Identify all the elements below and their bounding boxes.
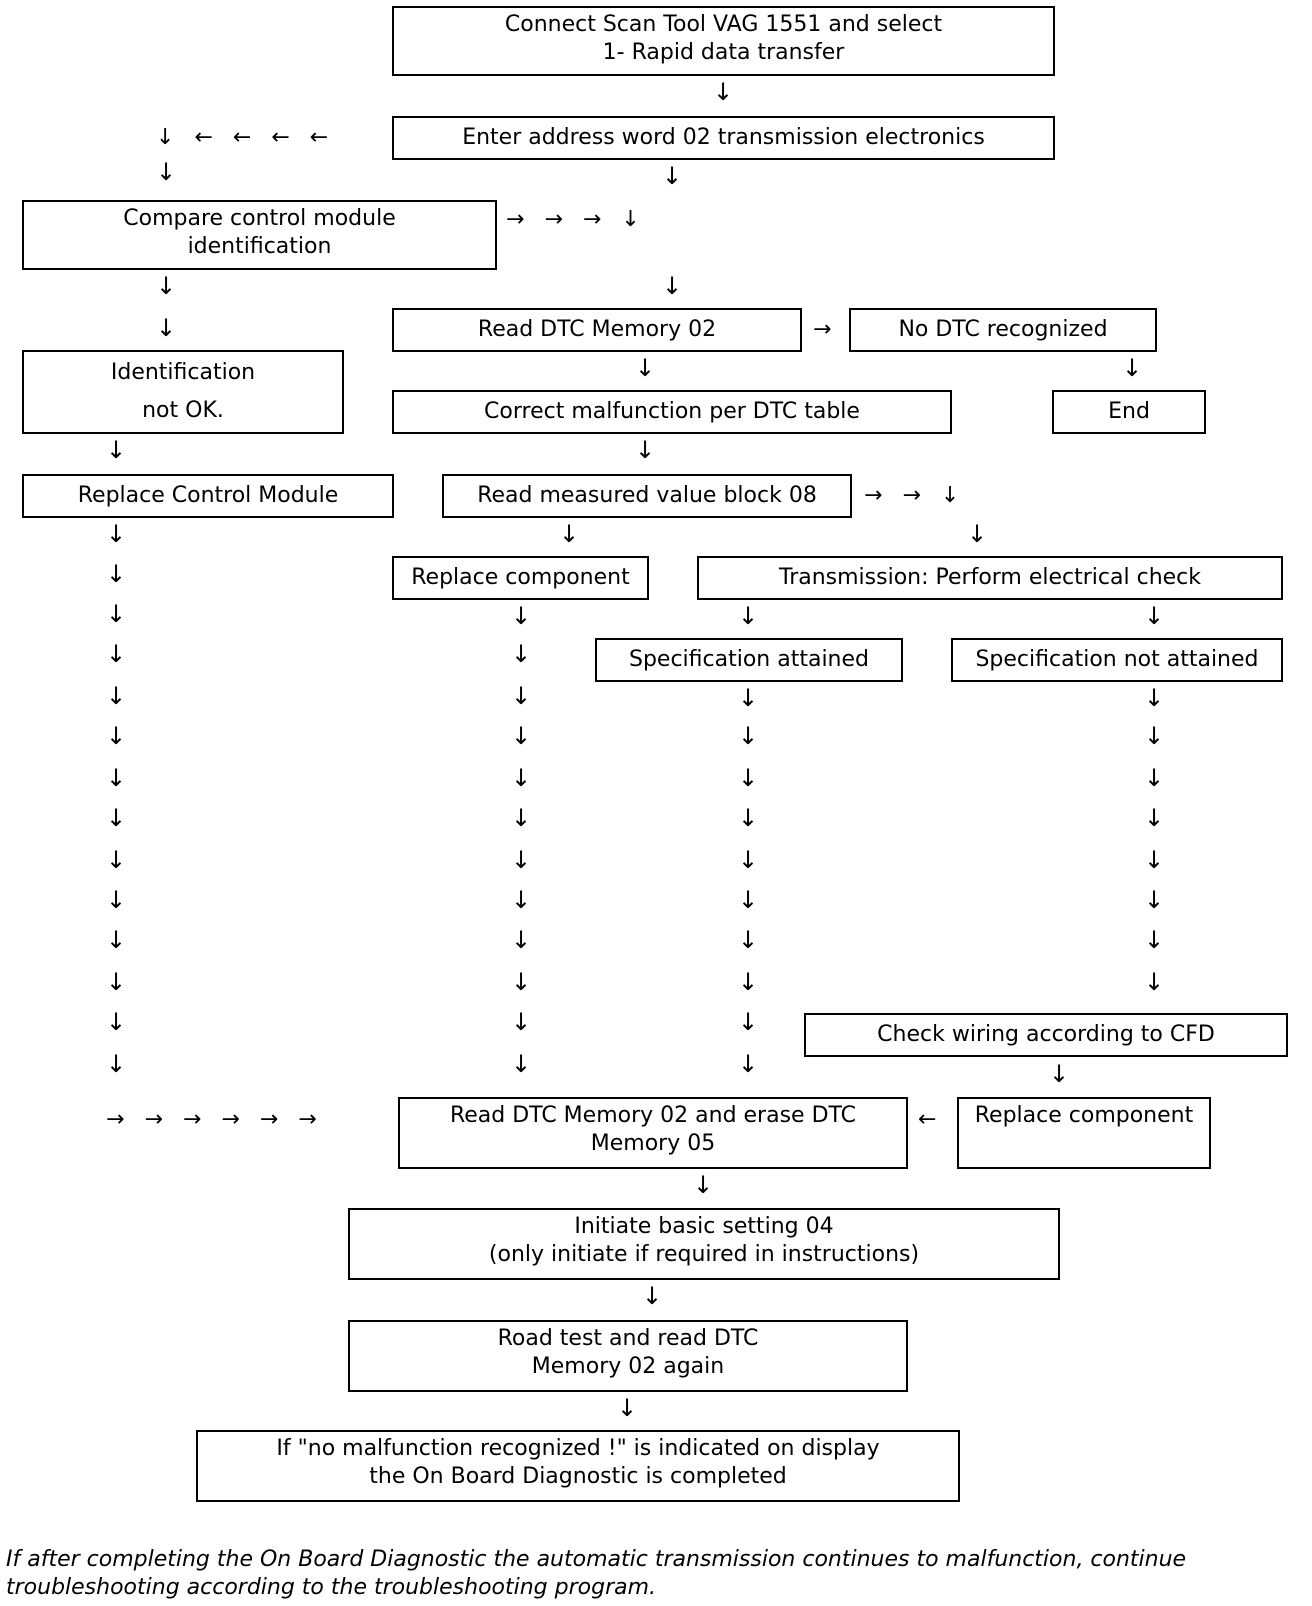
arrow-down: ↓ xyxy=(1143,722,1165,750)
arrow-down: ↓ xyxy=(1143,926,1165,954)
arrow-down: ↓ xyxy=(634,354,656,382)
arrow-down: ↓ xyxy=(737,1008,759,1036)
arrow-down: ↓ xyxy=(616,1394,638,1422)
arrow-down: ↓ xyxy=(692,1171,714,1199)
footnote: If after completing the On Board Diagnos… xyxy=(6,1547,1187,1600)
arrow-down: ↓ xyxy=(1048,1060,1070,1088)
box-transmission-electrical-check: Transmission: Perform electrical check xyxy=(697,556,1283,600)
arrow-down: ↓ xyxy=(1121,354,1143,382)
arrow-down: ↓ xyxy=(105,436,127,464)
arrow-run-right-from-compare: →→→↓ xyxy=(506,207,660,232)
arrow-down: ↓ xyxy=(105,520,127,548)
arrow-down: ↓ xyxy=(1143,968,1165,996)
arrow-down: ↓ xyxy=(105,764,127,792)
arrow-down: ↓ xyxy=(1143,684,1165,712)
box-specification-not-attained: Specification not attained xyxy=(951,638,1283,682)
arrow-down: ↓ xyxy=(737,846,759,874)
arrow-down: ↓ xyxy=(712,78,734,106)
arrow-down: ↓ xyxy=(510,682,532,710)
arrow-down: ↓ xyxy=(737,764,759,792)
arrow-down: ↓ xyxy=(105,722,127,750)
arrow-down: ↓ xyxy=(558,520,580,548)
arrow-down: ↓ xyxy=(737,968,759,996)
arrow-down: ↓ xyxy=(737,684,759,712)
arrow-down: ↓ xyxy=(105,1008,127,1036)
arrow-down: ↓ xyxy=(105,804,127,832)
arrow-down: ↓ xyxy=(634,436,656,464)
arrow-down: ↓ xyxy=(1143,804,1165,832)
arrow-down: ↓ xyxy=(510,926,532,954)
box-end: End xyxy=(1052,390,1206,434)
arrow-down: ↓ xyxy=(510,968,532,996)
box-correct-malfunction: Correct malfunction per DTC table xyxy=(392,390,952,434)
arrow-down: ↓ xyxy=(510,886,532,914)
box-specification-attained: Specification attained xyxy=(595,638,903,682)
arrow-down: ↓ xyxy=(510,1008,532,1036)
box-replace-component-1: Replace component xyxy=(392,556,649,600)
arrow-down: ↓ xyxy=(105,846,127,874)
arrow-down: ↓ xyxy=(737,602,759,630)
arrow-down: ↓ xyxy=(105,560,127,588)
box-initiate-basic-setting: Initiate basic setting 04(only initiate … xyxy=(348,1208,1060,1280)
arrow-down: ↓ xyxy=(105,886,127,914)
box-enter-address: Enter address word 02 transmission elect… xyxy=(392,116,1055,160)
arrow-down: ↓ xyxy=(1143,602,1165,630)
arrow-down: ↓ xyxy=(155,272,177,300)
arrow-down: ↓ xyxy=(737,722,759,750)
arrow-down: ↓ xyxy=(105,682,127,710)
arrow-left-to-read-erase: ← xyxy=(918,1107,957,1132)
arrow-down: ↓ xyxy=(105,926,127,954)
box-replace-control-module: Replace Control Module xyxy=(22,474,394,518)
box-replace-component-2: Replace component xyxy=(957,1097,1211,1169)
arrow-down: ↓ xyxy=(155,314,177,342)
arrow-down: ↓ xyxy=(510,1050,532,1078)
arrow-down: ↓ xyxy=(510,602,532,630)
arrow-down: ↓ xyxy=(661,162,683,190)
box-read-measured-value-block: Read measured value block 08 xyxy=(442,474,852,518)
box-check-wiring: Check wiring according to CFD xyxy=(804,1013,1288,1057)
arrow-down: ↓ xyxy=(510,640,532,668)
arrow-run-left-from-address: ↓←←←← xyxy=(156,125,349,150)
arrow-down: ↓ xyxy=(641,1282,663,1310)
arrow-down: ↓ xyxy=(105,968,127,996)
arrow-down: ↓ xyxy=(1143,886,1165,914)
arrow-right-to-no-dtc: → xyxy=(813,317,852,342)
arrow-down: ↓ xyxy=(737,926,759,954)
arrow-down: ↓ xyxy=(966,520,988,548)
arrow-run-right-to-read-erase: →→→→→→ xyxy=(106,1107,337,1132)
arrow-down: ↓ xyxy=(105,640,127,668)
box-final-result: If "no malfunction recognized !" is indi… xyxy=(196,1430,960,1502)
arrow-down: ↓ xyxy=(1143,846,1165,874)
arrow-down: ↓ xyxy=(737,1050,759,1078)
arrow-down: ↓ xyxy=(661,272,683,300)
arrow-down: ↓ xyxy=(155,158,177,186)
arrow-down: ↓ xyxy=(105,1050,127,1078)
box-no-dtc-recognized: No DTC recognized xyxy=(849,308,1157,352)
arrow-down: ↓ xyxy=(510,804,532,832)
arrow-down: ↓ xyxy=(737,886,759,914)
arrow-down: ↓ xyxy=(510,722,532,750)
box-read-dtc-memory: Read DTC Memory 02 xyxy=(392,308,802,352)
arrow-down: ↓ xyxy=(105,600,127,628)
arrow-down: ↓ xyxy=(737,804,759,832)
arrow-run-right-from-measured: →→↓ xyxy=(864,483,980,508)
arrow-down: ↓ xyxy=(510,846,532,874)
arrow-down: ↓ xyxy=(1143,764,1165,792)
arrow-down: ↓ xyxy=(510,764,532,792)
